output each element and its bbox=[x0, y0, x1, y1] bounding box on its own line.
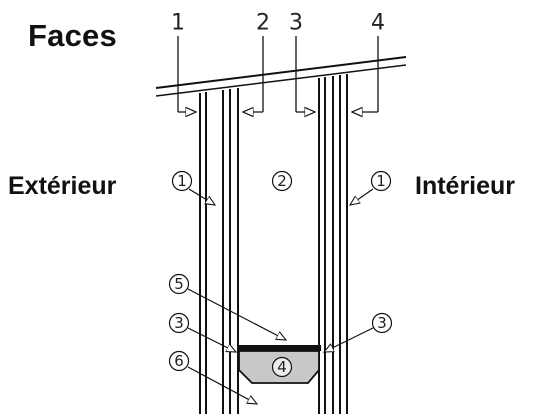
callout-number: 2 bbox=[277, 172, 287, 190]
callout-spacer-label: 5 bbox=[168, 273, 287, 341]
callout-glass-left: 1 bbox=[171, 170, 216, 206]
face-indicator-4: 4 bbox=[352, 11, 385, 113]
face-number: 3 bbox=[289, 11, 303, 36]
face-indicator-3: 3 bbox=[289, 11, 315, 113]
spacer-assembly: 4 bbox=[237, 345, 321, 384]
face-number: 1 bbox=[171, 11, 185, 36]
diagram-title: Faces bbox=[28, 18, 117, 53]
face-number: 2 bbox=[256, 11, 270, 36]
callout-number: 4 bbox=[277, 358, 287, 376]
callout-sealant-right: 3 bbox=[324, 312, 393, 353]
callout-number: 3 bbox=[174, 314, 184, 332]
frame-top-line bbox=[155, 56, 407, 97]
face-indicator-1: 1 bbox=[171, 11, 196, 113]
callout-secondary-seal: 6 bbox=[168, 350, 258, 405]
right-glass-pane bbox=[318, 74, 348, 414]
callout-number: 6 bbox=[174, 352, 184, 370]
callout-number: 5 bbox=[174, 275, 184, 293]
callout-number: 3 bbox=[377, 314, 387, 332]
exterior-label: Extérieur bbox=[8, 172, 117, 200]
primary-sealant bbox=[237, 345, 321, 351]
face-number: 4 bbox=[371, 11, 385, 36]
callout-sealant-left: 3 bbox=[168, 312, 237, 353]
callout-cavity: 2 bbox=[271, 170, 293, 192]
callout-number: 1 bbox=[376, 172, 386, 190]
callout-number: 1 bbox=[177, 172, 187, 190]
callout-glass-right: 1 bbox=[350, 170, 392, 206]
interior-label: Intérieur bbox=[415, 172, 516, 200]
face-indicator-2: 2 bbox=[243, 11, 270, 113]
left-glass-pane bbox=[199, 88, 239, 414]
